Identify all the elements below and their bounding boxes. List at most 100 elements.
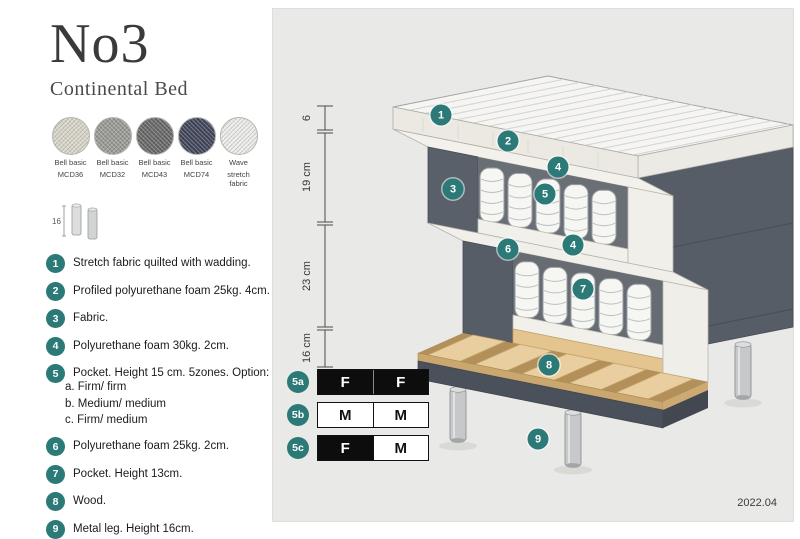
legend-number-badge: 3 [46, 309, 65, 328]
legend-item-text: Metal leg. Height 16cm. [73, 522, 194, 535]
leg-height-icon: 16 [50, 198, 272, 244]
fabric-swatch-code: MCD43 [141, 170, 168, 179]
fabric-swatch-name: Bell basic [180, 158, 213, 167]
fabric-swatch-name: Bell basic [54, 158, 87, 167]
legend-text-block: Polyurethane foam 25kg. 2cm. [65, 437, 229, 452]
legend-item: 2 Profiled polyurethane foam 25kg. 4cm. [46, 281, 270, 301]
firmness-cell: F [318, 370, 374, 394]
legend-item: 3 Fabric. [46, 309, 268, 328]
upper-corner-post [627, 186, 674, 273]
fabric-swatch-circle [51, 117, 90, 155]
firmness-row-badge: 5b [287, 404, 309, 426]
ground-shadow [724, 398, 762, 408]
lower-corner-post [662, 280, 709, 383]
legend-number-badge: 2 [46, 281, 65, 301]
legend-item: 4 Polyurethane foam 30kg. 2cm. [46, 336, 268, 356]
firmness-cell: F [373, 370, 428, 394]
legend-item: 1 Stretch fabric quilted with wadding. [46, 254, 268, 273]
legend-text-block: Stretch fabric quilted with wadding. [65, 254, 251, 269]
fabric-swatch-code: stretch fabric [227, 170, 250, 188]
firmness-cell: M [373, 436, 428, 460]
deck-right-edge [663, 382, 708, 410]
legend-number-badge: 6 [46, 437, 65, 457]
dimension-brackets: 6 19 cm 23 cm 16 cm [301, 105, 333, 368]
legend-text-block: Pocket. Height 13cm. [65, 465, 182, 480]
brand-block: No3 Continental Bed [50, 16, 272, 101]
dim-label-top: 6 [301, 115, 313, 121]
legend-item: 8 Wood. [46, 492, 268, 512]
legend-number-badge: 5 [46, 364, 65, 383]
ground-shadow [554, 465, 592, 475]
callout-badge: 4 [562, 234, 584, 256]
leg-height-text: 16 [52, 217, 61, 226]
legend-item: 5 Pocket. Height 15 cm. 5zones. Option: a.… [46, 364, 269, 429]
firmness-row-badge: 5a [287, 371, 309, 393]
metal-legs [449, 341, 752, 468]
dim-label-upper: 19 cm [301, 162, 313, 192]
version-label: 2022.04 [737, 497, 777, 509]
callout-badge: 8 [538, 354, 560, 376]
legend-number-badge: 1 [46, 254, 65, 273]
legend-item-option: b. Medium/ medium [65, 397, 166, 410]
fabric-swatch-name: Bell basic [96, 158, 129, 167]
legend-number-badge: 7 [46, 464, 65, 484]
legend-number-badge: 8 [46, 492, 65, 512]
fabric-swatch-circle [177, 117, 216, 155]
callout-badge: 3 [442, 178, 464, 200]
firmness-cell: M [373, 403, 428, 427]
legend-item-text: Profiled polyurethane foam 25kg. 4cm. [73, 284, 270, 297]
callout-badge: 4 [547, 156, 569, 178]
dim-label-lower: 23 cm [301, 261, 313, 291]
legend-item-text: Pocket. Height 13cm. [73, 467, 183, 480]
metal-leg [734, 341, 752, 400]
callout-badge: 1 [430, 104, 452, 126]
fabric-swatch-code: MCD32 [99, 170, 126, 179]
fabric-swatch-code: MCD74 [183, 170, 210, 179]
legend-text-block: Polyurethane foam 30kg. 2cm. [65, 337, 229, 352]
product-subtitle: Continental Bed [50, 78, 189, 100]
legend-item-option: c. Firm/ medium [65, 414, 148, 427]
metal-leg [449, 386, 467, 443]
callout-badge: 9 [527, 428, 549, 450]
legend-list: 1 Stretch fabric quilted with wadding. 2 Pr… [46, 254, 272, 539]
product-title: No3 [50, 13, 150, 75]
legend-item-option: a. Firm/ firm [65, 381, 127, 393]
legend-text-block: Metal leg. Height 16cm. [65, 520, 194, 535]
quilt-stitch-lines [408, 78, 789, 156]
callout-badge: 5 [534, 183, 556, 205]
legend-item-text: Polyurethane foam 25kg. 2cm. [73, 440, 229, 453]
fabric-swatch-name: Wave [229, 158, 248, 167]
legend-item-text: Polyurethane foam 30kg. 2cm. [73, 339, 229, 352]
legend-item: 9 Metal leg. Height 16cm. [46, 519, 268, 539]
ground-shadow [439, 441, 477, 451]
fabric-swatch-circle [135, 117, 174, 155]
callout-badge: 7 [572, 278, 594, 300]
legend-number-badge: 9 [46, 519, 65, 539]
legend-item-text: Stretch fabric quilted with wadding. [73, 257, 251, 269]
legend-text-block: Fabric. [65, 309, 108, 324]
fabric-swatch-circle [93, 117, 132, 155]
legend-item-text: Wood. [73, 495, 107, 508]
legend-number-badge: 4 [46, 336, 65, 356]
firmness-cell: M [318, 403, 374, 427]
callout-badge: 2 [497, 130, 519, 152]
legend-item-text: Fabric. [73, 312, 109, 324]
legend-text-block: Wood. [65, 492, 106, 507]
legend-item-text: Pocket. Height 15 cm. 5zones. Option: [73, 367, 270, 379]
leg-mini-drawing: 16 [52, 203, 98, 240]
legend-text-block: Profiled polyurethane foam 25kg. 4cm. [65, 282, 270, 297]
legend-text-block: Pocket. Height 15 cm. 5zones. Option: a. … [65, 364, 269, 429]
legend-item: 6 Polyurethane foam 25kg. 2cm. [46, 437, 268, 457]
